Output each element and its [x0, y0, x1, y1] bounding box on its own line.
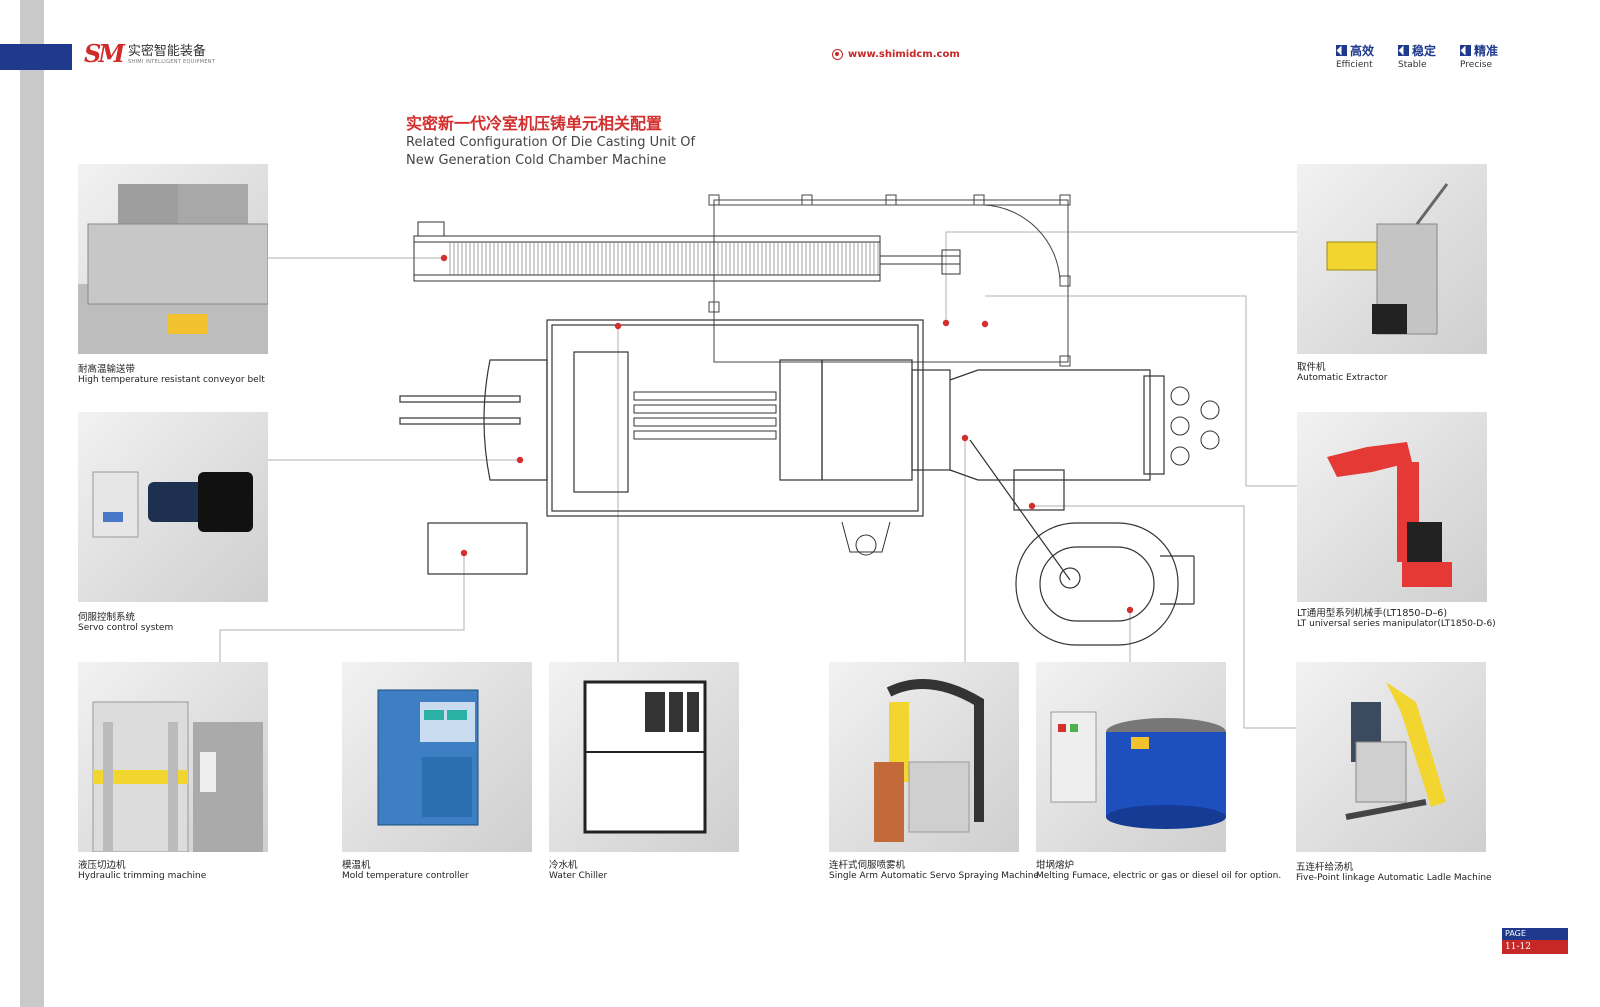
- tag-precise: 精准 Precise: [1460, 44, 1499, 70]
- caption-ladle-en: Five-Point linkage Automatic Ladle Machi…: [1296, 873, 1492, 883]
- tag-stable: 稳定 Stable: [1398, 44, 1437, 70]
- brand-logo: SM 实密智能装备 SHIMI INTELLIGENT EQUIPMENT: [84, 42, 215, 66]
- caption-mold-temp-en: Mold temperature controller: [342, 871, 469, 881]
- page-title: 实密新一代冷室机压铸单元相关配置 Related Configuration O…: [406, 114, 695, 170]
- caption-trimming-cn: 液压切边机: [78, 860, 126, 871]
- servo-control-photo: [78, 412, 268, 602]
- page-number-badge: PAGE 11-12: [1502, 928, 1568, 954]
- page-spine: [20, 0, 44, 1007]
- caption-conveyor-en: High temperature resistant conveyor belt: [78, 375, 265, 385]
- conveyor-drawing: [413, 221, 961, 282]
- caption-servo-en: Servo control system: [78, 623, 174, 633]
- tie-bars: [633, 391, 777, 440]
- caption-chiller-cn: 冷水机: [549, 860, 578, 871]
- title-en-line1: Related Configuration Of Die Casting Uni…: [406, 135, 696, 150]
- caption-extractor-en: Automatic Extractor: [1297, 373, 1388, 383]
- conveyor-belt-photo: [78, 164, 268, 354]
- tag-efficient: 高效 Efficient: [1336, 44, 1375, 70]
- connection-markers: [440, 254, 1134, 614]
- globe-icon: [832, 49, 843, 60]
- die-casting-machine: [399, 319, 1195, 646]
- brand-name-cn: 实密智能装备: [127, 43, 206, 59]
- caption-extractor-cn: 取件机: [1297, 362, 1326, 373]
- leader-lines: [219, 231, 1297, 729]
- manipulator-photo: [1297, 412, 1487, 602]
- feature-tags: 高效 Efficient 稳定 Stable 精准 Precise: [1336, 42, 1498, 70]
- arrow-icon: [1398, 45, 1410, 56]
- extractor-photo: [1297, 164, 1487, 354]
- wheel-assembly: [1170, 386, 1220, 466]
- arrow-icon: [1460, 45, 1472, 56]
- arrow-icon: [1336, 45, 1347, 56]
- caption-manipulator-cn: LT通用型系列机械手(LT1850–D–6): [1297, 608, 1448, 619]
- title-en-line2: New Generation Cold Chamber Machine: [406, 153, 667, 168]
- page-label: PAGE: [1505, 929, 1526, 938]
- caption-spraying-en: Single Arm Automatic Servo Spraying Mach…: [829, 871, 1039, 881]
- caption-servo-cn: 伺服控制系统: [78, 612, 136, 623]
- caption-trimming-en: Hydraulic trimming machine: [78, 871, 207, 881]
- title-cn: 实密新一代冷室机压铸单元相关配置: [406, 114, 663, 133]
- water-chiller-photo: [549, 662, 739, 852]
- brand-name-en: SHIMI INTELLIGENT EQUIPMENT: [127, 58, 216, 65]
- spraying-machine-photo: [829, 662, 1019, 852]
- caption-chiller-en: Water Chiller: [549, 871, 608, 881]
- melting-furnace-photo: [1036, 662, 1226, 852]
- caption-mold-temp-cn: 模温机: [342, 860, 371, 871]
- robot-frame: [708, 194, 1071, 367]
- conveyor-slats: [449, 242, 879, 275]
- caption-spraying-cn: 连杆式伺服喷雾机: [829, 860, 906, 871]
- caption-manipulator-en: LT universal series manipulator(LT1850-D…: [1297, 619, 1496, 629]
- ladle-machine-photo: [1296, 662, 1486, 852]
- page-number: 11-12: [1502, 940, 1568, 954]
- website-url: www.shimidcm.com: [848, 49, 960, 60]
- caption-conveyor-cn: 耐高温输送带: [78, 364, 136, 375]
- website-link[interactable]: www.shimidcm.com: [832, 49, 960, 60]
- mold-temperature-photo: [342, 662, 532, 852]
- operator-figure: [841, 521, 891, 556]
- header-accent-bar: [0, 44, 72, 70]
- caption-furnace-cn: 坩埚熔炉: [1036, 860, 1075, 871]
- caption-ladle-cn: 五连杆给汤机: [1296, 862, 1354, 873]
- trimming-machine-photo: [78, 662, 268, 852]
- caption-furnace-en: Melting Fumace, electric or gas or diese…: [1036, 871, 1282, 881]
- logo-mark: SM: [84, 39, 125, 68]
